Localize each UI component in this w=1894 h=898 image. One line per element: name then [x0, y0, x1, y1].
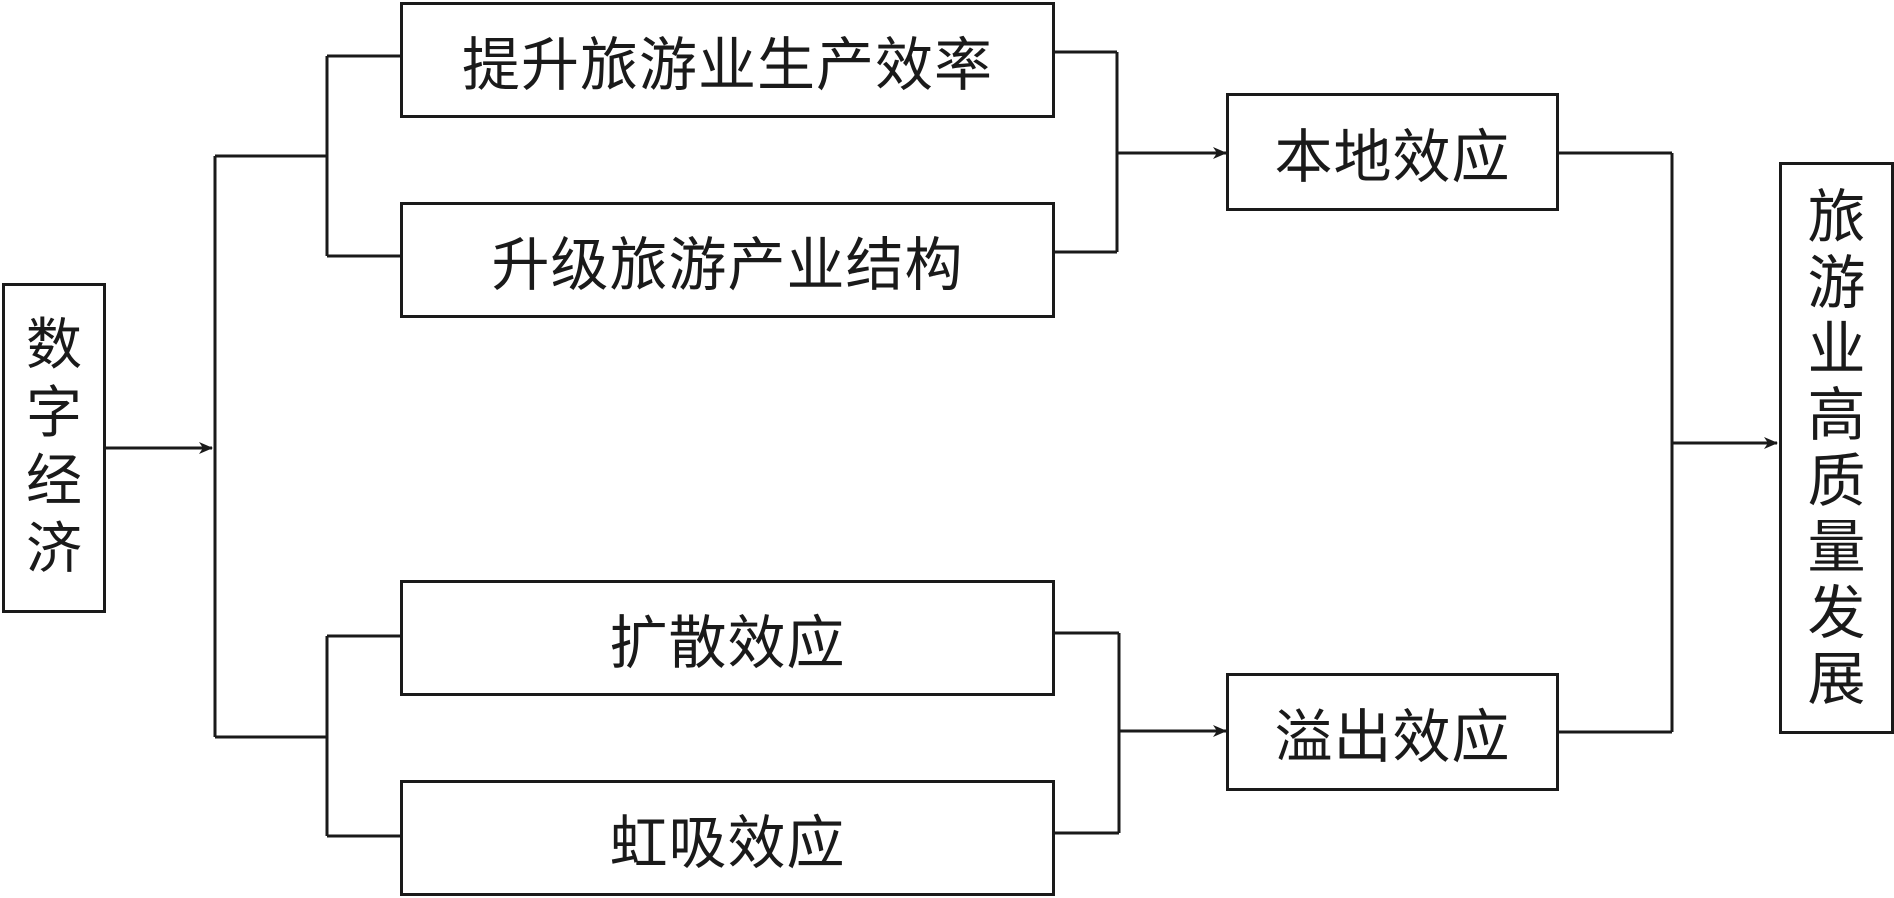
high-quality-development-box: 旅游业高质量发展 — [1779, 162, 1894, 734]
spillover-effect-label: 溢出效应 — [1274, 703, 1511, 771]
spillover-effect-box: 溢出效应 — [1226, 673, 1559, 791]
siphon-effect-label: 虹吸效应 — [609, 809, 846, 877]
digital-economy-box: 数字经济 — [2, 283, 106, 613]
local-effect-label: 本地效应 — [1274, 123, 1511, 191]
local-effect-box: 本地效应 — [1226, 93, 1559, 211]
siphon-effect-box: 虹吸效应 — [400, 780, 1055, 896]
productivity-box: 提升旅游业生产效率 — [400, 2, 1055, 118]
digital-economy-label: 数字经济 — [26, 313, 82, 582]
productivity-label: 提升旅游业生产效率 — [461, 31, 993, 99]
diffusion-effect-box: 扩散效应 — [400, 580, 1055, 696]
industry-structure-box: 升级旅游产业结构 — [400, 202, 1055, 318]
high-quality-development-label: 旅游业高质量发展 — [1807, 183, 1866, 713]
diffusion-effect-label: 扩散效应 — [609, 609, 846, 677]
industry-structure-label: 升级旅游产业结构 — [491, 231, 964, 299]
